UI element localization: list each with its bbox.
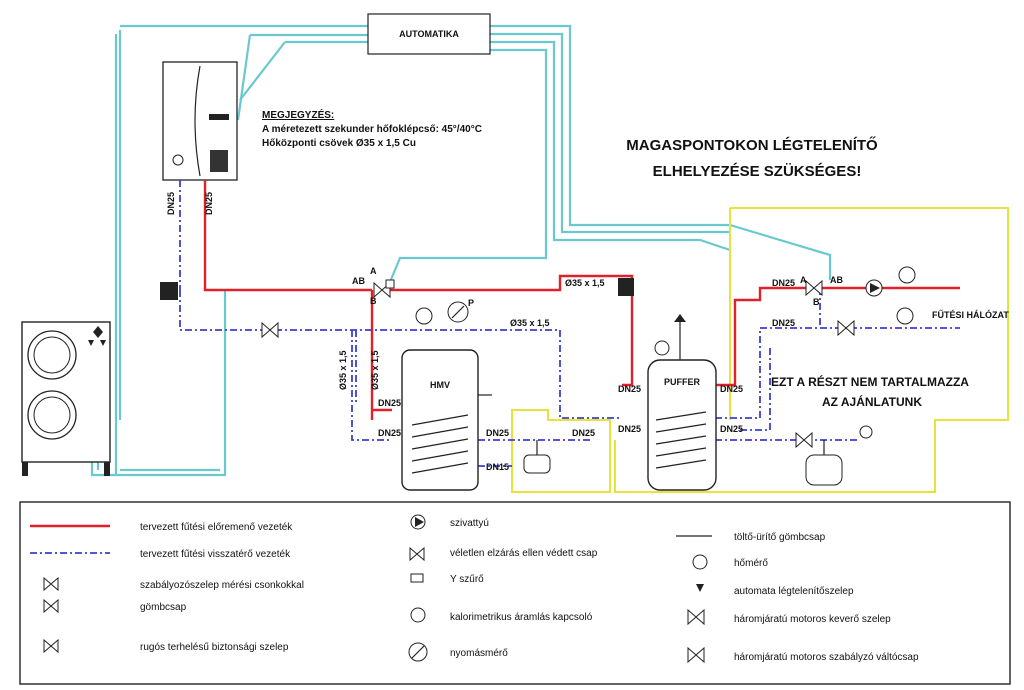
dn25-puffer-2: DN25 <box>618 424 641 434</box>
hmv-label: HMV <box>430 380 450 390</box>
pipe-size-vert2: Ø35 x 1,5 <box>370 350 380 390</box>
dn25-puffer-4: DN25 <box>720 424 743 434</box>
dn25-hmv-1: DN25 <box>378 398 401 408</box>
dn25-hmv-2: DN25 <box>378 428 401 438</box>
note-block: MEGJEGYZÉS: A méretezett szekunder hőfok… <box>262 108 482 149</box>
dn15-label: DN15 <box>486 462 509 472</box>
ab-label-left: AB <box>352 276 365 286</box>
legend-col3-4: háromjáratú motoros szabályzó váltócsap <box>734 652 919 663</box>
excluded-boundary <box>511 207 1009 493</box>
p-label: P <box>468 298 474 308</box>
pipe-size-mid: Ø35 x 1,5 <box>510 318 550 328</box>
dn25-right-2: DN25 <box>772 318 795 328</box>
return-pipes <box>179 180 960 467</box>
note-title: MEGJEGYZÉS: <box>262 108 334 121</box>
automatika-box <box>367 13 491 55</box>
fittings <box>160 266 916 449</box>
pipe-size-vert1: Ø35 x 1,5 <box>338 350 348 390</box>
dn25-puffer-1: DN25 <box>618 384 641 394</box>
automatika-label: AUTOMATIKA <box>399 29 459 39</box>
dn25-hmv-3: DN25 <box>486 428 509 438</box>
legend-col2-1: véletlen elzárás ellen védett csap <box>450 548 598 559</box>
outdoor-unit <box>21 321 111 476</box>
legend-col1-3: gömbcsap <box>140 602 187 613</box>
ab-label-right: AB <box>830 275 843 285</box>
dn25-puffer-3: DN25 <box>720 384 743 394</box>
legend-col2-2: Y szűrő <box>450 574 484 585</box>
legend-col3-0: töltő-ürítő gömbcsap <box>734 532 826 543</box>
a-label-right: A <box>800 275 807 285</box>
excluded-line1: EZT A RÉSZT NEM TARTALMAZZA <box>771 374 969 389</box>
legend-col1-4: rugós terhelésű biztonsági szelep <box>140 642 289 653</box>
supply-pipes <box>203 180 960 420</box>
note-line2: Hőközponti csövek Ø35 x 1,5 Cu <box>262 138 416 149</box>
dn25-right-1: DN25 <box>772 278 795 288</box>
legend-col1-1: tervezett fűtési visszatérő vezeték <box>140 549 291 560</box>
puffer-tank <box>647 314 717 491</box>
puffer-label: PUFFER <box>664 377 701 387</box>
legend-col1-0: tervezett fűtési előremenő vezeték <box>140 522 293 533</box>
futesi-halozat-label: FŰTÉSI HÁLÓZAT <box>932 309 1009 320</box>
legend-col3-2: automata légtelenítőszelep <box>734 586 854 597</box>
excluded-line2: AZ AJÁNLATUNK <box>822 394 922 409</box>
warning-line2: ELHELYEZÉSE SZÜKSÉGES! <box>653 163 862 180</box>
a-label-left: A <box>370 266 377 276</box>
legend-col2-3: kalorimetrikus áramlás kapcsoló <box>450 612 593 623</box>
dn25-hmv-4: DN25 <box>572 428 595 438</box>
note-line1: A méretezett szekunder hőfoklépcső: 45°/… <box>262 124 482 135</box>
b-label-left: B <box>370 296 377 306</box>
b-label-right: B <box>813 297 820 307</box>
legend: tervezett fűtési előremenő vezeték terve… <box>19 501 1011 685</box>
legend-col2-0: szivattyú <box>450 518 489 529</box>
dn25-indoor-2: DN25 <box>204 192 214 215</box>
legend-col3-3: háromjáratú motoros keverő szelep <box>734 614 891 625</box>
legend-col2-4: nyomásmérő <box>450 648 508 659</box>
expansion-vessels <box>523 440 843 486</box>
legend-col3-1: hőmérő <box>734 558 768 569</box>
pipe-size-top: Ø35 x 1,5 <box>565 278 605 288</box>
control-cables <box>90 24 832 477</box>
legend-col1-2: szabályozószelep mérési csonkokkal <box>140 580 304 591</box>
indoor-unit <box>162 61 238 181</box>
hmv-tank <box>401 349 492 491</box>
warning-line1: MAGASPONTOKON LÉGTELENÍTŐ <box>626 136 878 154</box>
dn25-indoor-1: DN25 <box>166 192 176 215</box>
